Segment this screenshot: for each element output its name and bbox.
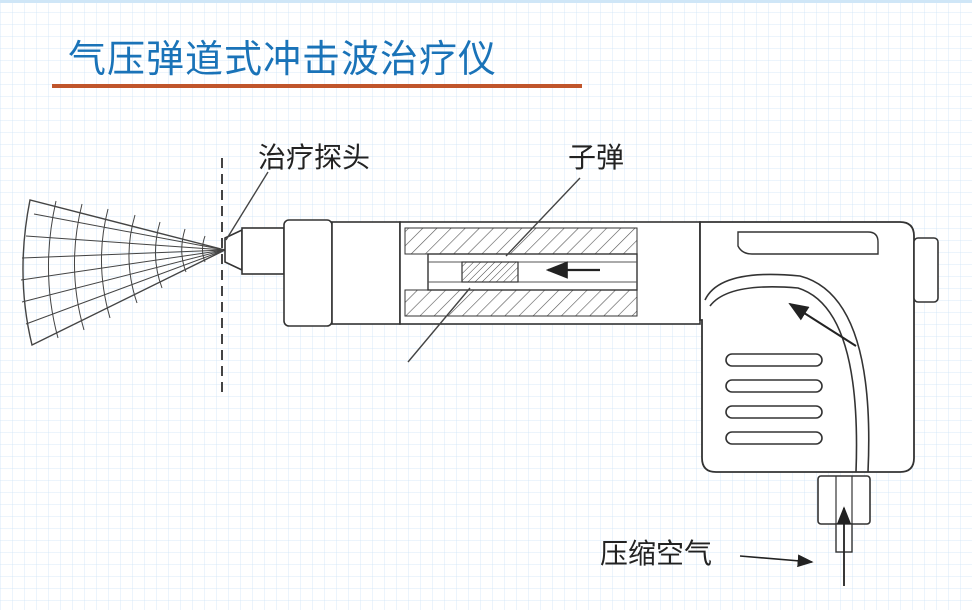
probe-tip	[224, 228, 243, 272]
rear-cap	[913, 237, 939, 303]
probe-leader	[225, 171, 269, 241]
slide-title: 气压弹道式冲击波治疗仪	[68, 37, 498, 81]
bullet-leader	[505, 177, 581, 257]
barrel-wall-bottom	[404, 289, 638, 317]
vent-slots	[725, 353, 823, 445]
probe-collar	[283, 219, 333, 327]
air-channel-inner	[709, 286, 858, 473]
bullet	[461, 261, 519, 283]
air-channel-outer	[704, 273, 870, 473]
handpiece-tube	[331, 221, 401, 325]
trigger-window	[737, 231, 879, 255]
label-probe: 治疗探头	[258, 141, 371, 174]
probe-body	[241, 227, 285, 275]
label-bullet: 子弹	[568, 141, 625, 174]
shockwave-fan	[20, 199, 228, 347]
barrel-bore	[427, 253, 638, 291]
label-compressed-air: 压缩空气	[600, 537, 713, 570]
title-underline	[52, 84, 582, 88]
lower-leader	[407, 287, 471, 363]
air-flow-arrow	[788, 302, 857, 347]
compressed-air-pointer	[739, 554, 814, 568]
